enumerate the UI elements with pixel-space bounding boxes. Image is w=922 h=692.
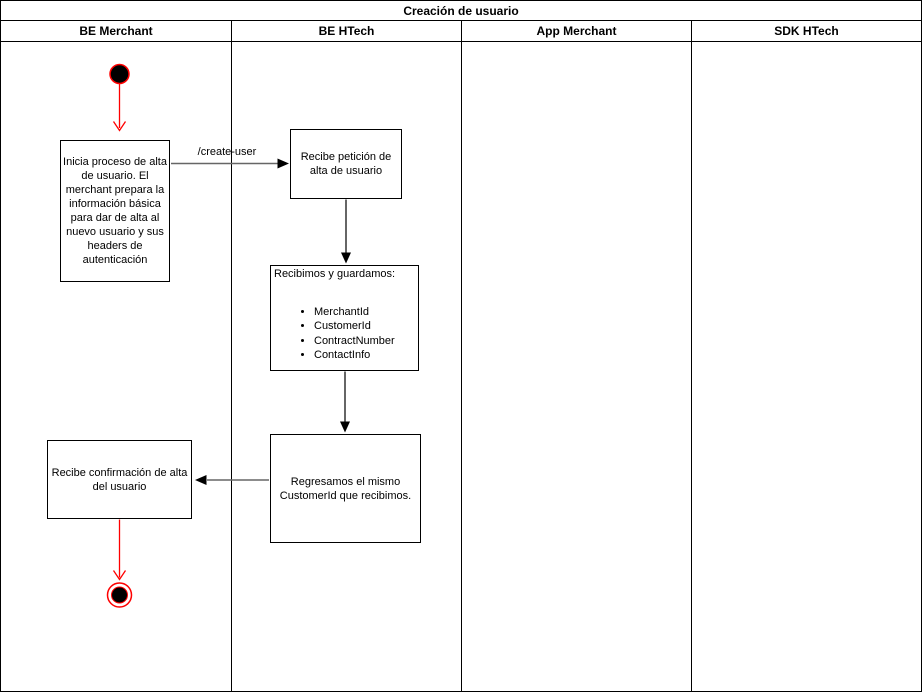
lane-header-be-merchant: BE Merchant xyxy=(1,21,231,42)
arrowhead-down xyxy=(341,252,351,264)
bullet-item: CustomerId xyxy=(314,319,415,333)
lane-divider xyxy=(691,42,692,691)
lane-divider xyxy=(231,42,232,691)
action-box-text: Recibe petición de alta de usuario xyxy=(300,151,392,177)
bullet-item: ContractNumber xyxy=(314,334,415,348)
lane-header-app-merchant: App Merchant xyxy=(461,21,691,42)
bullet-item: ContactInfo xyxy=(314,348,415,362)
action-box-text: Regresamos el mismo CustomerId que recib… xyxy=(279,475,412,502)
note-bullet-list: MerchantId CustomerId ContractNumber Con… xyxy=(274,305,415,362)
lane-header-row: BE Merchant BE HTech App Merchant SDK HT… xyxy=(1,21,921,42)
action-box-recibe-confirmacion: Recibe confirmación de alta del usuario xyxy=(47,440,192,519)
arrowhead-right xyxy=(277,158,289,169)
arrowhead-down xyxy=(340,421,350,433)
note-title: Recibimos y guardamos: xyxy=(274,268,396,280)
final-node-ring xyxy=(106,582,133,608)
action-box-inicia-proceso: Inicia proceso de alta de usuario. El me… xyxy=(60,140,170,282)
lane-header-sdk-htech: SDK HTech xyxy=(691,21,921,42)
final-node-core xyxy=(111,586,128,604)
lane-header-be-htech: BE HTech xyxy=(231,21,461,42)
initial-node xyxy=(109,63,130,85)
action-box-text: Inicia proceso de alta de usuario. El me… xyxy=(63,156,167,266)
diagram-title: Creación de usuario xyxy=(1,1,921,21)
action-box-regresamos: Regresamos el mismo CustomerId que recib… xyxy=(270,434,421,543)
edge-label-create-user: /create-user xyxy=(197,146,257,158)
lane-divider xyxy=(461,42,462,691)
arrowhead-left xyxy=(195,475,207,485)
action-box-text: Recibe confirmación de alta del usuario xyxy=(51,466,188,493)
note-box-recibimos-guardamos: Recibimos y guardamos: MerchantId Custom… xyxy=(270,265,419,371)
arrowhead-open-red xyxy=(112,121,127,132)
arrowhead-open-red xyxy=(112,570,127,581)
action-box-recibe-peticion: Recibe petición de alta de usuario xyxy=(290,129,402,199)
bullet-item: MerchantId xyxy=(314,305,415,319)
